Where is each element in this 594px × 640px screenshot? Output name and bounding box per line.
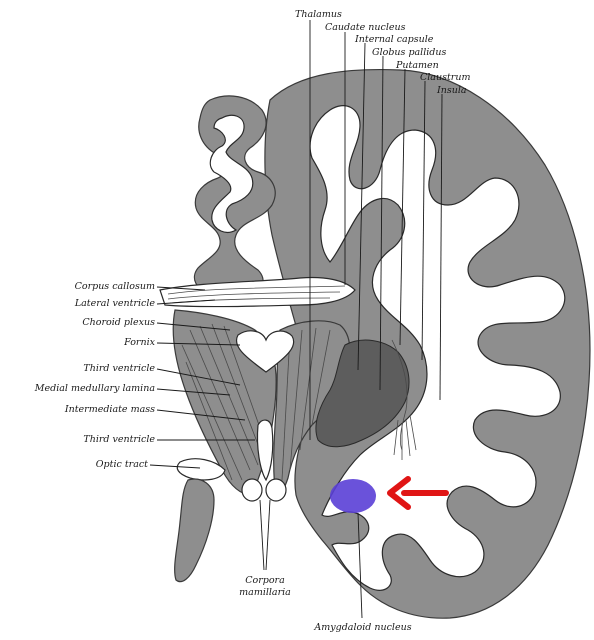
label-insula: Insula <box>436 85 467 96</box>
amygdala-highlight <box>330 479 376 513</box>
label-lateral-ventricle: Lateral ventricle <box>74 298 156 309</box>
label-caudate-nucleus: Caudate nucleus <box>325 22 406 33</box>
label-thalamus: Thalamus <box>295 9 342 20</box>
label-internal-capsule: Internal capsule <box>354 34 434 45</box>
label-optic-tract: Optic tract <box>96 459 148 470</box>
label-intermediate-mass: Intermediate mass <box>64 404 155 415</box>
label-amygdaloid-nucleus: Amygdaloid nucleus <box>313 622 411 633</box>
label-third-ventricle-upper: Third ventricle <box>83 363 155 374</box>
label-third-ventricle-lower: Third ventricle <box>83 434 155 445</box>
label-medial-medullary-lamina: Medial medullary lamina <box>34 383 156 394</box>
label-corpus-callosum: Corpus callosum <box>75 281 155 292</box>
left-temporal-lobe <box>175 479 214 582</box>
mamillary-body-right <box>266 479 286 501</box>
mamillary-body-left <box>242 479 262 501</box>
label-corpora-line1: Corpora <box>245 575 285 586</box>
brain-illustration <box>160 70 590 619</box>
label-corpora-line2: mamillaria <box>239 587 291 598</box>
label-choroid-plexus: Choroid plexus <box>82 317 155 328</box>
label-globus-pallidus: Globus pallidus <box>372 47 447 58</box>
label-claustrum: Claustrum <box>420 72 470 83</box>
label-fornix: Fornix <box>123 337 155 348</box>
label-putamen: Putamen <box>395 60 439 71</box>
